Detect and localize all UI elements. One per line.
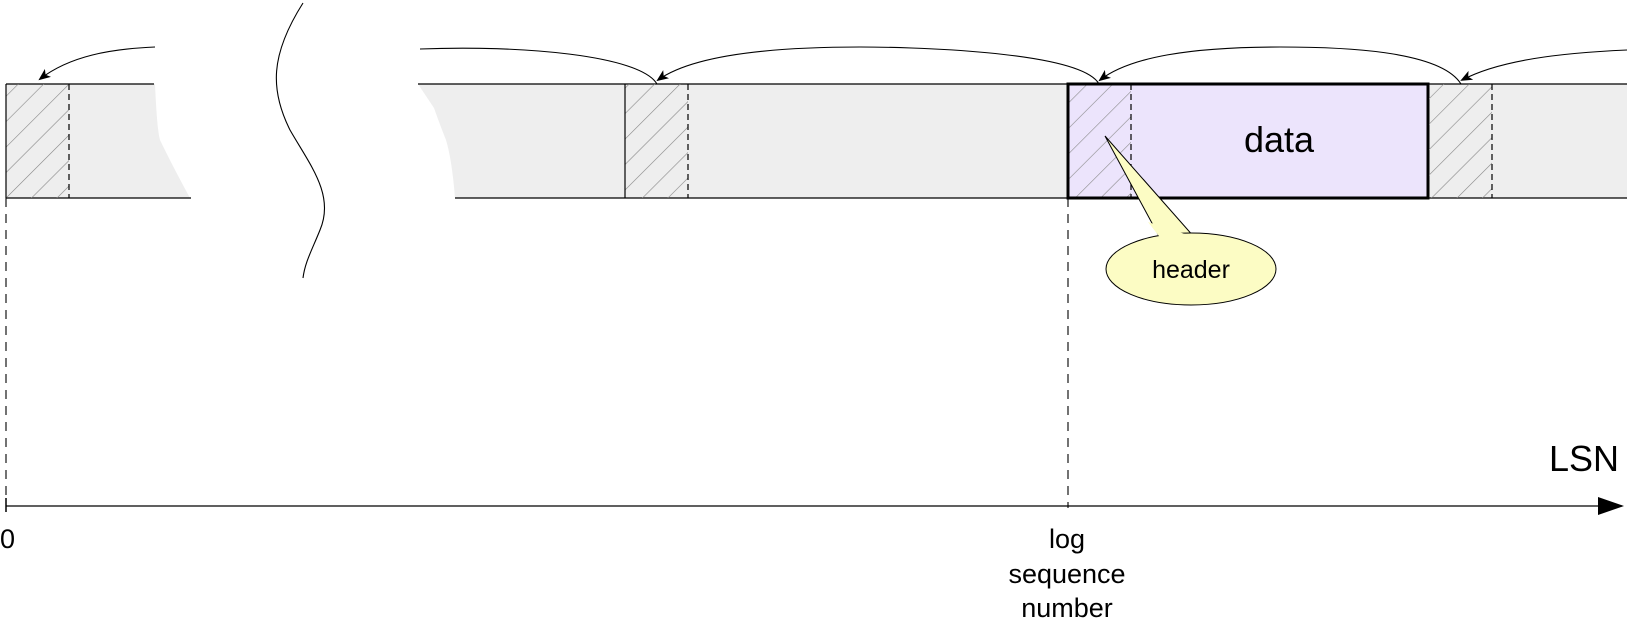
record-4-header-hatch (1429, 84, 1492, 198)
record-data-label: data (1244, 119, 1315, 160)
back-pointer-arrow-from-record-2 (419, 47, 658, 85)
header-callout: header (1104, 135, 1277, 306)
back-pointers (38, 46, 1627, 85)
lsn-marker-label-line-3: number (1021, 593, 1113, 622)
record-3-header-hatch (1068, 84, 1131, 198)
back-pointer-arrow-to-record-4 (1460, 49, 1627, 81)
back-pointer-arrow-to-record-1 (38, 46, 156, 81)
header-callout-label: header (1152, 256, 1230, 284)
axis-origin-label: 0 (0, 524, 15, 554)
lsn-axis: LSN 0 log sequence number (0, 438, 1624, 622)
record-2-header-hatch (625, 84, 688, 198)
back-pointer-arrow-to-record-2 (656, 46, 1100, 85)
header-callout-bubble (1105, 232, 1277, 306)
axis-name-label: LSN (1549, 438, 1619, 479)
log-strip-right: data (418, 82, 1627, 200)
record-1-header-hatch (6, 84, 69, 198)
break-indicator-wave (275, 2, 326, 279)
header-callout-tail-cover (1148, 222, 1194, 240)
record-3-outline (1066, 82, 1430, 200)
lsn-marker-label-line-2: sequence (1008, 559, 1125, 589)
lsn-marker-label-line-1: log (1049, 524, 1085, 554)
log-strip-left (5, 83, 191, 199)
back-pointer-arrow-to-record-3 (1098, 46, 1462, 85)
